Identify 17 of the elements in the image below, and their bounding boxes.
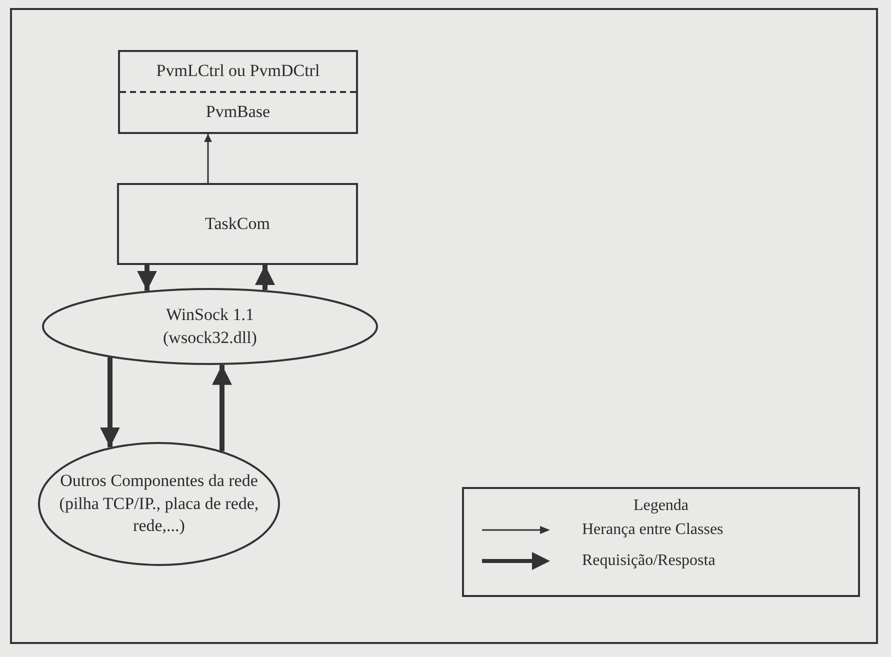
node-label: Outros Componentes da rede (pilha TCP/IP., placa de rede, rede,...) (58, 470, 260, 538)
base-class-name: PvmBase (204, 101, 272, 124)
node-label: TaskCom (205, 212, 270, 235)
request-response-arrow (137, 265, 157, 291)
legend-title: Legenda (632, 497, 690, 515)
legend-label: Herança entre Classes (582, 521, 724, 539)
node-label: WinSock 1.1 (wsock32.dll) (162, 304, 258, 348)
request-response-arrow (212, 364, 232, 452)
component-ellipse (42, 288, 378, 365)
request-response-arrow (255, 265, 275, 290)
inheritance-arrow (204, 134, 212, 183)
component-ellipse (38, 442, 280, 566)
legend-label: Requisição/Resposta (582, 552, 716, 570)
request-response-arrow (100, 357, 120, 448)
class-box (118, 50, 358, 134)
class-box (117, 183, 358, 265)
class-name: PvmLCtrl ou PvmDCtrl (120, 52, 356, 93)
